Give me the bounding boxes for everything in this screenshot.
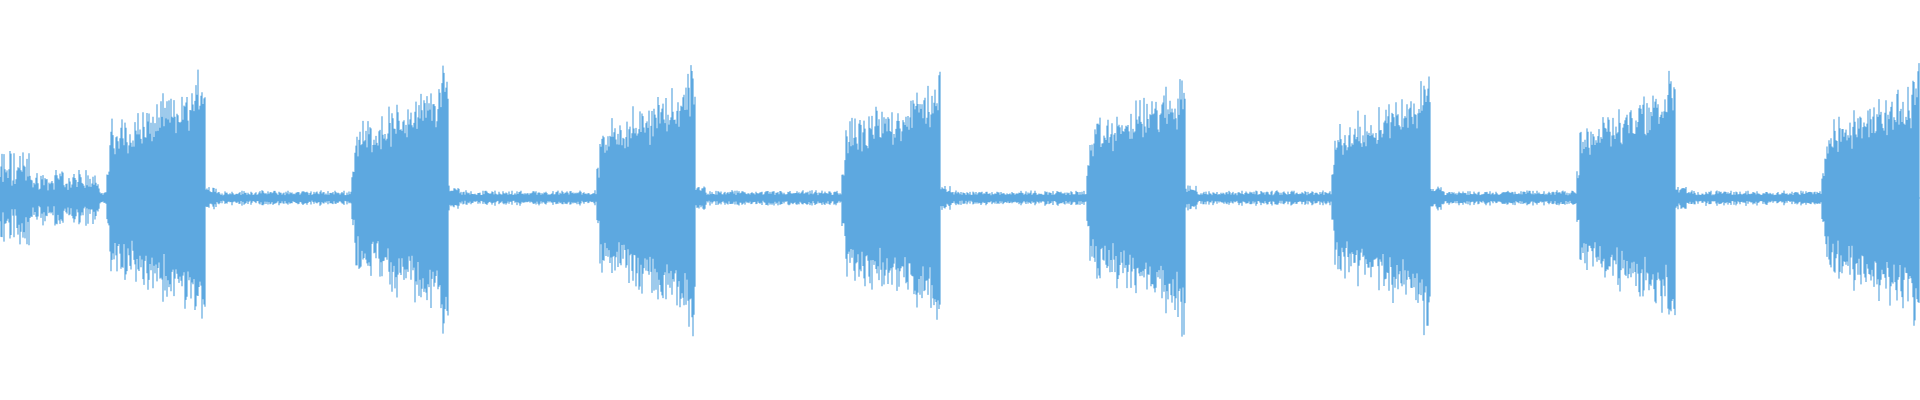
waveform-trace — [0, 63, 1920, 337]
waveform-bars — [0, 63, 1920, 337]
